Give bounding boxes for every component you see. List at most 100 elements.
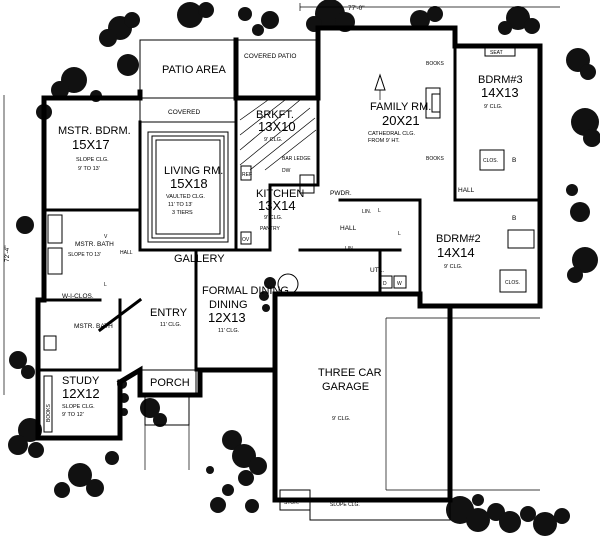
gallery: GALLERY bbox=[174, 253, 225, 265]
covered-label: COVERED bbox=[168, 109, 200, 116]
dining-dim: 12X13 bbox=[208, 310, 246, 325]
family-room-dim: 20X21 bbox=[382, 113, 420, 128]
family-room-note1: CATHEDRAL CLG. bbox=[368, 131, 416, 137]
bkfst-dim: 13X10 bbox=[258, 119, 296, 134]
hall-center: HALL LIN. L bbox=[340, 225, 401, 252]
seat-label: SEAT bbox=[490, 50, 503, 56]
pwdr-label: PWDR. bbox=[330, 190, 352, 197]
ov-label: OV bbox=[242, 237, 250, 243]
bdrm3-dim: 14X13 bbox=[481, 85, 519, 100]
refrigerator bbox=[240, 165, 252, 181]
entry-name: ENTRY bbox=[150, 307, 188, 319]
living-rm-note1: VAULTED CLG. bbox=[166, 194, 205, 200]
hall-label-right: HALL bbox=[458, 187, 475, 194]
lin-label-1: LIN. bbox=[362, 209, 371, 215]
interior-walls bbox=[36, 44, 542, 372]
master-bdrm-name: MSTR. BDRM. bbox=[58, 125, 131, 137]
ceiling-peak-icon bbox=[374, 73, 386, 91]
dimension-width: 77'-0" bbox=[299, 3, 560, 12]
bdrm2-closet bbox=[499, 269, 527, 293]
covered-patio: COVERED PATIO bbox=[235, 39, 319, 99]
kitchen-note: 9' CLG. bbox=[264, 215, 283, 221]
kitchen-dim: 13X14 bbox=[258, 198, 296, 213]
ref-label: REF bbox=[242, 172, 252, 178]
study-note1: SLOPE CLG. bbox=[62, 404, 95, 410]
powder-room: PWDR. LIN. L bbox=[330, 190, 381, 215]
porch: PORCH bbox=[139, 369, 197, 470]
bar-ledge-label: BAR LEDGE bbox=[282, 156, 311, 162]
master-shower bbox=[47, 247, 63, 275]
living-room: LIVING RM. 15X18 VAULTED CLG. 11' TO 13'… bbox=[147, 131, 229, 243]
dining-note: 11' CLG. bbox=[218, 328, 240, 334]
entry: ENTRY 11' CLG. bbox=[150, 307, 188, 328]
entry-note: 11' CLG. bbox=[160, 322, 182, 328]
rear-wall bbox=[233, 37, 321, 101]
breakfast: BRKFT. 13X10 9' CLG. bbox=[256, 109, 296, 143]
dryer bbox=[379, 275, 393, 289]
dryer-label: D bbox=[383, 281, 387, 287]
family-room: FAMILY RM. 20X21 CATHEDRAL CLG. FROM 9' … bbox=[368, 61, 444, 162]
mbath-note: SLOPE TO 13' bbox=[68, 252, 101, 258]
walk-in-closet: W-I-CLOS. bbox=[62, 293, 94, 300]
patio-area: PATIO AREA bbox=[139, 39, 237, 99]
bdrm2-note: 9' CLG. bbox=[444, 264, 463, 270]
lin-label-2: LIN. bbox=[345, 246, 354, 252]
master-bath: MSTR. BATH SLOPE TO 13' V HALL L MSTR. B… bbox=[43, 214, 133, 351]
width-dimension-label: 77'-0" bbox=[348, 5, 365, 12]
tree-bottom-right bbox=[446, 494, 570, 536]
living-ceiling-tier-3 bbox=[155, 139, 221, 235]
dw-label: DW bbox=[282, 168, 291, 174]
garage-slope-label: SLOPE CLG. bbox=[330, 502, 360, 508]
front-walk bbox=[144, 394, 190, 426]
stor-label: STOR. bbox=[284, 500, 299, 506]
l-label-2: L bbox=[398, 231, 401, 237]
master-bedroom: MSTR. BDRM. 15X17 SLOPE CLG. 9' TO 13' bbox=[58, 125, 131, 172]
master-bdrm-dim: 15X17 bbox=[72, 137, 110, 152]
garage: THREE CAR GARAGE 9' CLG. STOR. SLOPE CLG… bbox=[279, 317, 540, 521]
window-seat bbox=[484, 45, 516, 57]
bkfst-note: 9' CLG. bbox=[264, 137, 283, 143]
garage-name-line2: GARAGE bbox=[322, 381, 369, 393]
bdrm2-closet-label: CLOS. bbox=[505, 280, 520, 286]
l-label-1: L bbox=[378, 208, 381, 214]
bdrm2-dim: 14X14 bbox=[437, 245, 475, 260]
oven bbox=[240, 231, 252, 245]
bath-b-label-top: B bbox=[512, 157, 516, 164]
bkfst-name: BRKFT. bbox=[256, 109, 294, 121]
study-name: STUDY bbox=[62, 375, 100, 387]
tree-top-right bbox=[410, 6, 600, 283]
washer bbox=[393, 275, 407, 289]
lav-label: L bbox=[104, 282, 107, 288]
family-room-name: FAMILY RM. bbox=[370, 101, 431, 113]
washer-label: W bbox=[397, 281, 402, 287]
landscaping bbox=[8, 0, 600, 536]
living-ceiling-tier-1 bbox=[147, 131, 229, 243]
pantry-label: PANTRY bbox=[260, 226, 280, 232]
living-rm-name: LIVING RM. bbox=[164, 165, 223, 177]
porch-slab bbox=[139, 369, 197, 395]
garage-slope-area bbox=[309, 499, 451, 521]
bdrm3-note: 9' CLG. bbox=[484, 104, 503, 110]
hall-right: HALL B CLOS. bbox=[458, 187, 535, 293]
bedroom-2: BDRM#2 14X14 9' CLG. bbox=[436, 233, 481, 270]
bedroom-3: BDRM#3 14X13 9' CLG. SEAT CLOS. B bbox=[478, 45, 523, 171]
garage-extension bbox=[385, 317, 540, 491]
books-label-top: BOOKS bbox=[426, 61, 444, 67]
dining-label: DINING bbox=[209, 299, 248, 311]
patio-area-label: PATIO AREA bbox=[162, 64, 226, 76]
garage-name-line1: THREE CAR bbox=[318, 367, 382, 379]
kitchen-island bbox=[299, 174, 315, 194]
vanity-label: V bbox=[104, 234, 108, 240]
garage-note: 9' CLG. bbox=[332, 416, 351, 422]
gallery-name: GALLERY bbox=[174, 253, 225, 265]
study-bookcase bbox=[43, 375, 53, 433]
bdrm3-closet bbox=[479, 149, 505, 171]
utl-label: UTL. bbox=[370, 267, 384, 274]
master-bdrm-note2: 9' TO 13' bbox=[78, 166, 100, 172]
bdrm3-name: BDRM#3 bbox=[478, 74, 523, 86]
tree-bottom-left bbox=[54, 398, 167, 498]
master-bdrm-note1: SLOPE CLG. bbox=[76, 157, 109, 163]
wic-name: W-I-CLOS. bbox=[62, 293, 94, 300]
fireplace-hearth bbox=[431, 93, 441, 113]
